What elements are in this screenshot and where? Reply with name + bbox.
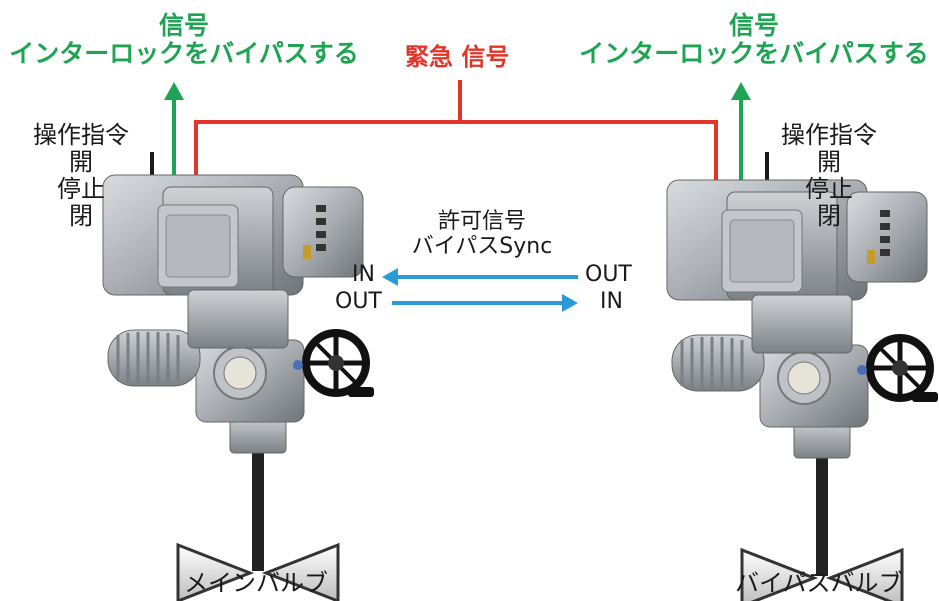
right-bypass-line2: インターロックをバイパスする xyxy=(579,39,929,68)
emergency-signal-label: 緊急 信号 xyxy=(405,43,510,71)
right-io-out: OUT xyxy=(585,262,632,287)
bypass-valve-caption: バイパスバルブ xyxy=(735,569,903,597)
right-command-3: 閉 xyxy=(817,201,841,230)
left-io-in: IN xyxy=(352,262,375,287)
right-command-0: 操作指令 xyxy=(781,121,877,149)
left-bypass-line1: 信号 xyxy=(158,11,209,40)
permit-signal-line2: バイパスSync xyxy=(411,233,553,259)
right-command-1: 開 xyxy=(817,147,841,176)
right-io-in: IN xyxy=(600,289,623,314)
left-command-2: 停止 xyxy=(57,174,105,203)
left-io-out: OUT xyxy=(335,289,382,314)
right-command-2: 停止 xyxy=(805,174,853,203)
permit-signal-label: 許可信号 バイパスSync xyxy=(390,209,574,259)
right-bypass-label: 信号 インターロックをバイパスする xyxy=(578,12,930,68)
bypass-valve-actuator xyxy=(667,180,938,601)
left-bypass-line2: インターロックをバイパスする xyxy=(9,39,359,68)
left-command-1: 開 xyxy=(69,147,93,176)
left-command-0: 操作指令 xyxy=(33,121,129,149)
sync-arrow-to-right xyxy=(392,294,578,312)
right-command-list: 操作指令 開 停止 閉 xyxy=(776,122,882,230)
left-command-3: 閉 xyxy=(69,201,93,230)
permit-signal-line1: 許可信号 xyxy=(437,209,526,234)
main-valve-caption: メインバルブ xyxy=(184,569,328,597)
right-bypass-line1: 信号 xyxy=(728,11,779,40)
left-command-list: 操作指令 開 停止 閉 xyxy=(28,122,134,230)
main-valve-actuator xyxy=(103,175,374,601)
sync-arrow-to-left xyxy=(382,268,578,286)
left-bypass-label: 信号 インターロックをバイパスする xyxy=(8,12,360,68)
